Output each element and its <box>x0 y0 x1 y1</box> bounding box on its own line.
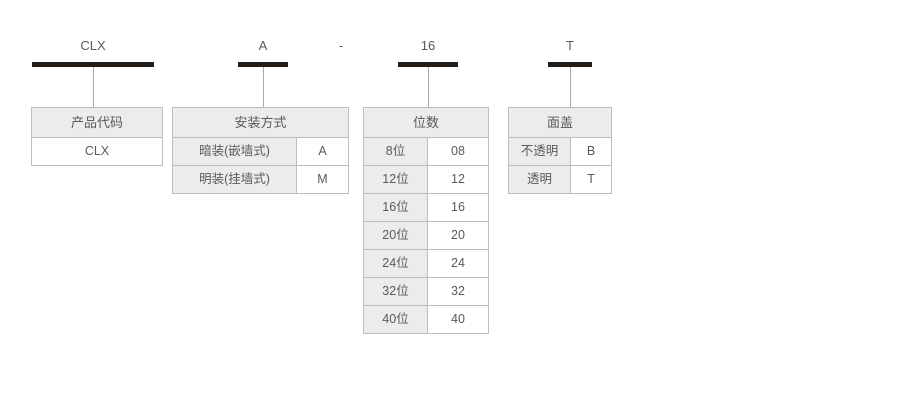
code-segment-mounting: A <box>258 38 268 53</box>
cell-ways-label-32: 32位 <box>363 277 428 306</box>
code-segment-product: CLX <box>80 38 106 53</box>
underline-bar-ways <box>398 62 458 67</box>
cell-ways-label-8: 8位 <box>363 137 428 166</box>
cell-ways-code-20: 20 <box>426 221 490 250</box>
table-row: 不透明 B <box>508 137 613 166</box>
table-header-number-of-ways: 位数 <box>362 107 490 138</box>
code-segment-ways: 16 <box>420 38 436 53</box>
cell-mounting-label-surface: 明装(挂墙式) <box>172 165 297 194</box>
cell-cover-code-transparent: T <box>569 165 613 194</box>
connector-stem-ways <box>428 67 429 107</box>
cell-ways-code-40: 40 <box>426 305 490 334</box>
cell-ways-label-12: 12位 <box>363 165 428 194</box>
table-row: 32位 32 <box>363 277 490 306</box>
cell-ways-code-16: 16 <box>426 193 490 222</box>
table-row: 40位 40 <box>363 305 490 334</box>
connector-stem-cover <box>570 67 571 107</box>
code-segment-cover: T <box>566 38 574 53</box>
cell-mounting-code-surface: M <box>295 165 350 194</box>
table-header-cover-type: 面盖 <box>507 107 613 138</box>
table-row: 明装(挂墙式) M <box>172 165 350 194</box>
cell-ways-code-32: 32 <box>426 277 490 306</box>
table-row: 20位 20 <box>363 221 490 250</box>
table-row: 24位 24 <box>363 249 490 278</box>
table-number-of-ways: 位数 8位 08 12位 12 16位 16 20位 20 24位 24 <box>362 107 490 334</box>
table-row: 16位 16 <box>363 193 490 222</box>
table-header-product-code: 产品代码 <box>31 107 163 138</box>
cell-product-code-value: CLX <box>31 137 163 166</box>
cell-ways-code-12: 12 <box>426 165 490 194</box>
cell-mounting-label-flush: 暗装(嵌墙式) <box>172 137 297 166</box>
table-cover-type: 面盖 不透明 B 透明 T <box>507 107 613 194</box>
underline-bar-cover <box>548 62 592 67</box>
underline-bar-product <box>32 62 154 67</box>
cell-cover-code-opaque: B <box>569 137 613 166</box>
table-row: CLX <box>31 137 163 166</box>
cell-cover-label-opaque: 不透明 <box>508 137 571 166</box>
connector-stem-product <box>93 67 94 107</box>
cell-ways-code-8: 08 <box>426 137 490 166</box>
cell-ways-label-20: 20位 <box>363 221 428 250</box>
underline-bar-mounting <box>238 62 288 67</box>
cell-ways-label-24: 24位 <box>363 249 428 278</box>
table-header-row: 面盖 <box>507 107 613 138</box>
cell-ways-label-16: 16位 <box>363 193 428 222</box>
table-header-row: 安装方式 <box>171 107 350 138</box>
cell-cover-label-transparent: 透明 <box>508 165 571 194</box>
connector-stem-mounting <box>263 67 264 107</box>
table-row: 12位 12 <box>363 165 490 194</box>
code-separator-dash: - <box>338 38 344 53</box>
cell-ways-label-40: 40位 <box>363 305 428 334</box>
cell-ways-code-24: 24 <box>426 249 490 278</box>
table-product-code: 产品代码 CLX <box>31 107 163 166</box>
table-header-row: 位数 <box>362 107 490 138</box>
table-row: 8位 08 <box>363 137 490 166</box>
table-header-row: 产品代码 <box>31 107 163 138</box>
table-row: 透明 T <box>508 165 613 194</box>
table-row: 暗装(嵌墙式) A <box>172 137 350 166</box>
table-mounting-type: 安装方式 暗装(嵌墙式) A 明装(挂墙式) M <box>171 107 350 194</box>
cell-mounting-code-flush: A <box>295 137 350 166</box>
table-header-mounting-type: 安装方式 <box>171 107 350 138</box>
